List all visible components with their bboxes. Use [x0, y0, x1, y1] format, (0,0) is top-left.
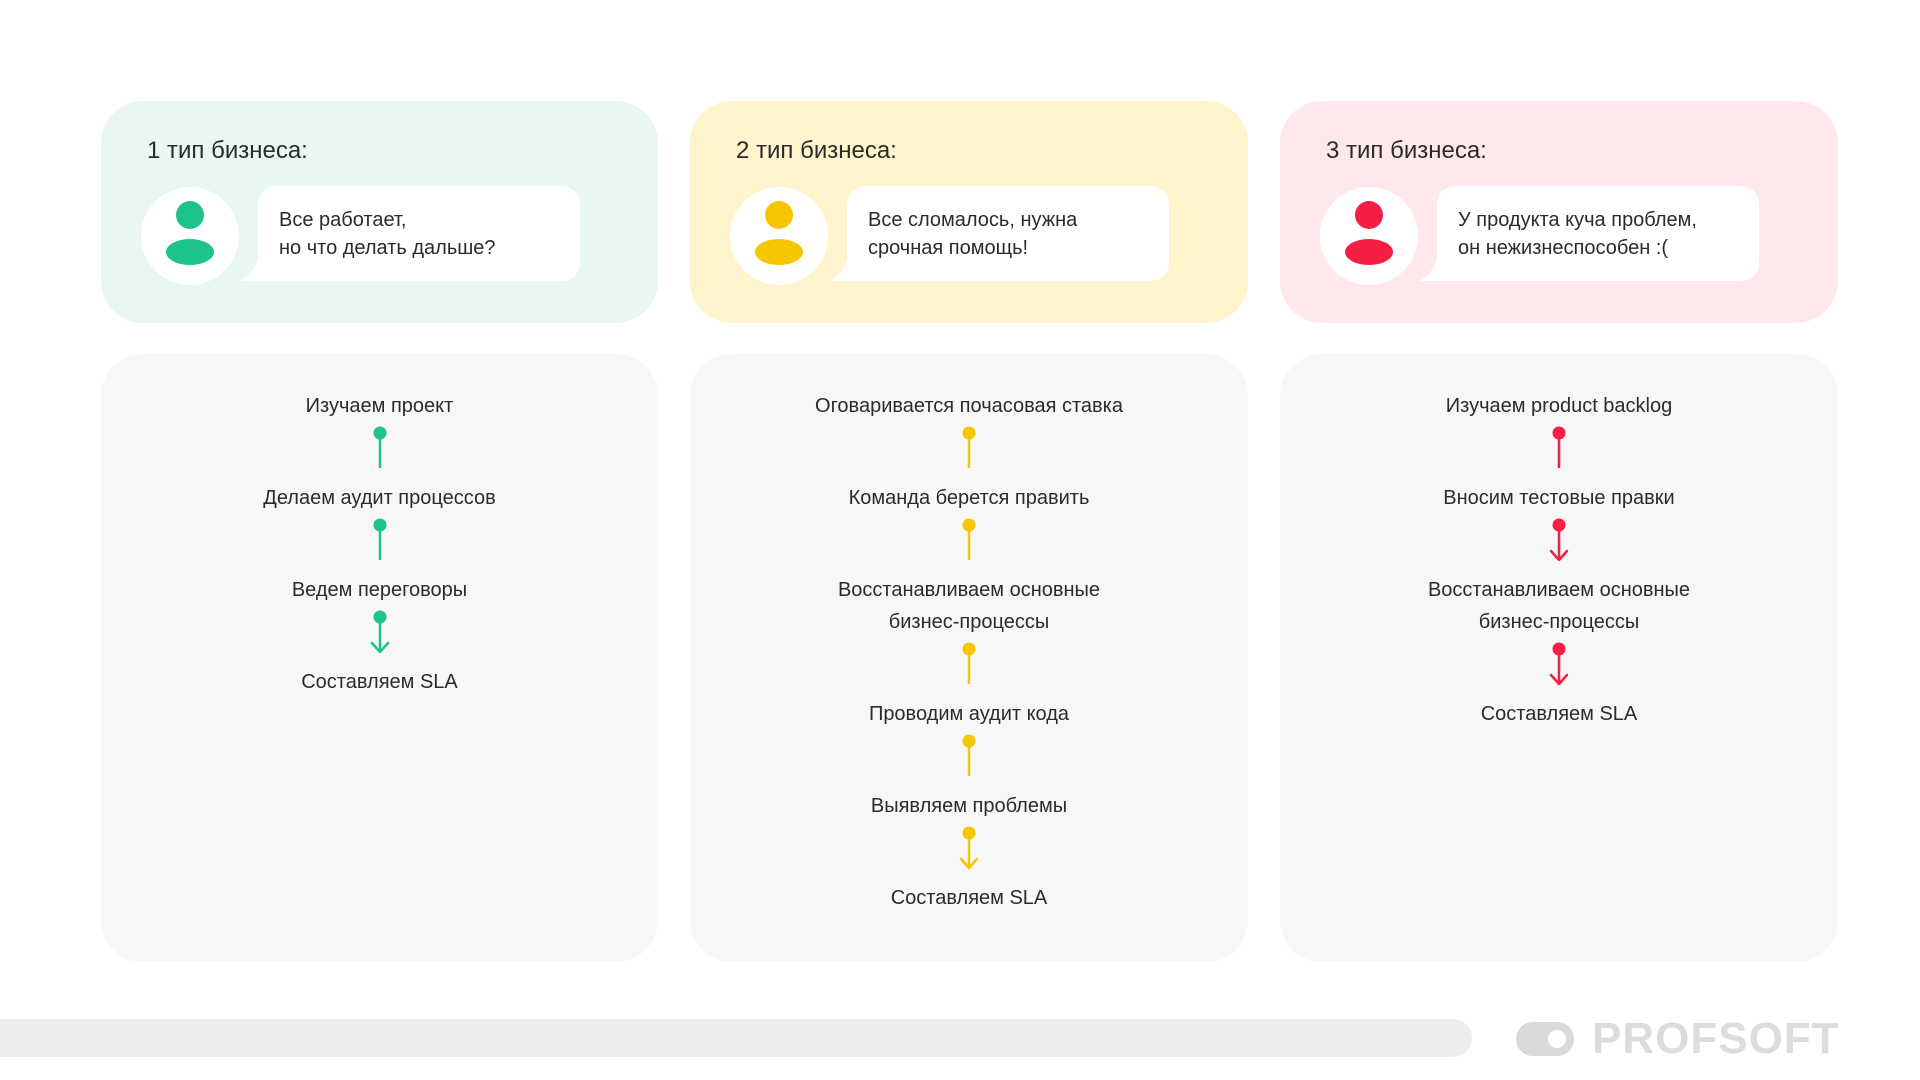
pin-line-icon: [373, 426, 386, 468]
business-type-title: 1 тип бизнеса:: [147, 137, 308, 164]
flow-step-text: бизнес-процессы: [1478, 611, 1640, 633]
business-type-2-card: 2 тип бизнеса: Все сломалось, нужна сроч…: [690, 101, 1248, 323]
message-bubble: Все сломалось, нужна срочная помощь!: [847, 186, 1169, 281]
message-line: У продукта куча проблем,: [1458, 209, 1697, 231]
flow-step: Вносим тестовые правки: [1280, 482, 1838, 514]
flow-step: Изучаем product backlog: [1280, 390, 1838, 422]
message-line: он нежизнеспособен :(: [1458, 237, 1669, 259]
flow-step: Проводим аудит кода: [690, 698, 1248, 730]
flow-step: Делаем аудит процессов: [101, 482, 658, 514]
message-line: Все работает,: [279, 209, 407, 231]
user-avatar-icon: [1320, 187, 1418, 285]
business-type-title: 3 тип бизнеса:: [1326, 137, 1487, 164]
business-type-1-card: 1 тип бизнеса: Все работает, но что дела…: [101, 101, 658, 323]
pin-arrow-icon: [959, 826, 979, 870]
flow-step-text: бизнес-процессы: [888, 611, 1050, 633]
pin-line-icon: [962, 426, 976, 468]
flow-step: Выявляем проблемы: [690, 790, 1248, 822]
pin-line-icon: [962, 734, 976, 776]
flow-step-text: Составляем SLA: [301, 671, 458, 693]
flow-step-text: Восстанавливаем основные: [837, 579, 1101, 601]
flow-step-text: Изучаем product backlog: [1445, 395, 1673, 417]
pin-arrow-icon: [1549, 518, 1569, 562]
flow-step-text: Составляем SLA: [890, 887, 1048, 909]
flow-step: Составляем SLA: [101, 666, 658, 698]
progress-bar: [0, 1019, 1472, 1057]
message-line: Все сломалось, нужна: [868, 209, 1078, 231]
business-type-title: 2 тип бизнеса:: [736, 137, 897, 164]
flow-step-text: Ведем переговоры: [291, 579, 468, 601]
toggle-icon: [1516, 1022, 1574, 1056]
flow-step-text: Составляем SLA: [1480, 703, 1638, 725]
flow-step: Восстанавливаем основные бизнес-процессы: [1280, 574, 1838, 638]
flow-step: Команда берется править: [690, 482, 1248, 514]
brand-logo: PROFSOFT: [1516, 1014, 1840, 1063]
message-bubble: У продукта куча проблем, он нежизнеспосо…: [1437, 186, 1759, 281]
flow-step: Ведем переговоры: [101, 574, 658, 606]
user-avatar-icon: [141, 187, 239, 285]
message-bubble: Все работает, но что делать дальше?: [258, 186, 580, 281]
pin-arrow-icon: [370, 610, 389, 654]
flow-step-text: Оговаривается почасовая ставка: [815, 395, 1123, 417]
pin-line-icon: [1552, 426, 1566, 468]
message-line: срочная помощь!: [868, 237, 1029, 259]
flow-step: Составляем SLA: [690, 882, 1248, 914]
pin-arrow-icon: [1549, 642, 1569, 686]
flow-step-text: Изучаем проект: [305, 395, 454, 417]
flow-step-text: Восстанавливаем основные: [1427, 579, 1691, 601]
flow-step: Восстанавливаем основные бизнес-процессы: [690, 574, 1248, 638]
flow-step-text: Команда берется править: [848, 487, 1090, 509]
flow-step-text: Выявляем проблемы: [870, 795, 1068, 817]
flow-step-text: Вносим тестовые правки: [1443, 487, 1675, 509]
business-type-3-card: 3 тип бизнеса: У продукта куча проблем, …: [1280, 101, 1838, 323]
flow-step: Изучаем проект: [101, 390, 658, 422]
user-avatar-icon: [730, 187, 828, 285]
flow-step: Оговаривается почасовая ставка: [690, 390, 1248, 422]
pin-line-icon: [962, 518, 976, 560]
logo-text: PROFSOFT: [1592, 1014, 1840, 1063]
pin-line-icon: [373, 518, 386, 560]
pin-line-icon: [962, 642, 976, 684]
message-line: но что делать дальше?: [279, 237, 496, 259]
flow-step: Составляем SLA: [1280, 698, 1838, 730]
flow-step-text: Делаем аудит процессов: [263, 487, 496, 509]
flow-step-text: Проводим аудит кода: [868, 703, 1070, 725]
